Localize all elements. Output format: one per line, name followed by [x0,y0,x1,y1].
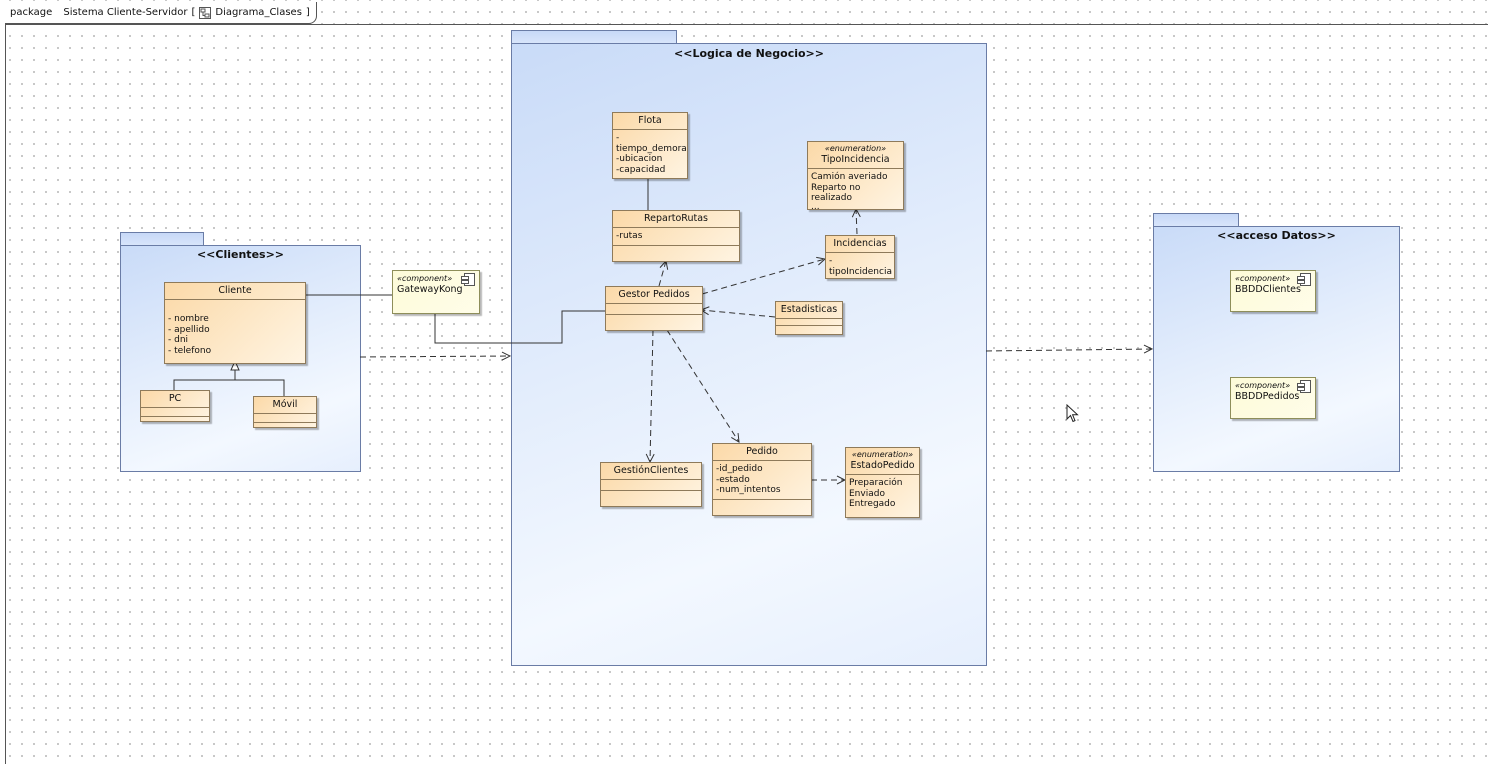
edge-generalization [173,379,285,396]
attr-rutas: -rutas [616,231,643,241]
class-cliente[interactable]: Cliente - nombre - apellido - dni - tele… [164,282,306,364]
enum-stereotype: «enumeration» [851,450,914,459]
attr-num-intentos: -num_intentos [716,485,781,495]
class-cliente-name: Cliente [218,285,252,296]
class-diagram-icon [199,6,212,19]
dep-clientes-logica [359,356,510,357]
dep-gestor-gestionclientes [650,329,653,462]
class-reparto-name: RepartoRutas [643,213,708,224]
dep-gestor-incidencias [701,259,825,295]
class-gestion-clientes[interactable]: GestiónClientes [600,462,702,507]
package-datos-name: <<acceso Datos>> [1217,229,1336,242]
class-gestor-pedidos[interactable]: Gestor Pedidos [605,286,703,331]
component-icon [1297,380,1311,393]
attr-estado: -estado [716,474,750,485]
attr-telefono: - telefono [168,345,212,356]
attr-tiempo-demora: -tiempo_demora [616,133,687,154]
component-stereotype: «component» [397,274,453,283]
diagram-label: Diagrama_Clases [215,7,302,18]
component-stereotype: «component» [1235,381,1291,390]
enum-tipo-incidencia-name: TipoIncidencia [821,154,890,165]
package-clientes-tab [120,232,204,246]
class-estadisticas[interactable]: Estadisticas [775,301,843,335]
package-acceso-datos[interactable]: <<acceso Datos>> [1153,226,1400,472]
class-pc-name: PC [168,393,182,404]
class-gestor-name: Gestor Pedidos [618,289,690,300]
component-gateway-name: GatewayKong [397,284,463,295]
dep-estadisticas-gestor [701,310,776,318]
literal-entregado: Entregado [849,499,896,509]
component-icon [461,273,475,286]
class-gestion-clientes-name: GestiónClientes [613,465,689,476]
frame-header: package Sistema Cliente-Servidor [ Diagr… [5,2,317,24]
enum-estado-pedido-name: EstadoPedido [850,460,915,471]
edge-gateway-gestor [434,310,605,344]
dep-gestor-reparto [658,261,666,287]
attr-id-pedido: -id_pedido [716,464,763,474]
component-gateway-kong[interactable]: «component» GatewayKong [392,270,480,314]
component-bbdd-clientes-name: BBDDClientes [1235,284,1301,295]
package-logica-tab [511,30,677,44]
class-estadisticas-name: Estadisticas [780,304,838,315]
package-logica-negocio[interactable]: <<Logica de Negocio>> [511,43,987,666]
attr-capacidad: -capacidad [616,164,666,175]
class-incidencias-name: Incidencias [833,238,887,249]
literal-camion-averiado: Camión averiado [811,172,888,182]
frame-name: Sistema Cliente-Servidor [63,7,188,18]
dep-gestor-pedido [666,329,739,442]
generalization-arrowhead [230,359,240,371]
package-frame [5,24,1488,764]
attr-ubicacion: -ubicacion [616,154,663,164]
class-reparto-rutas[interactable]: RepartoRutas -rutas [612,210,740,262]
literal-ellipsis: ... [811,201,820,210]
class-pedido[interactable]: Pedido -id_pedido -estado -num_intentos [712,443,812,516]
component-icon [1297,273,1311,286]
literal-preparacion: Preparación [849,478,903,488]
package-logica-name: <<Logica de Negocio>> [674,47,824,60]
class-pc[interactable]: PC [140,390,210,422]
package-clientes-name: <<Clientes>> [196,248,285,261]
literal-reparto-no-realizado: Reparto no realizado [811,182,861,204]
component-bbdd-clientes[interactable]: «component» BBDDClientes [1230,270,1316,312]
class-flota-name: Flota [638,115,662,126]
enum-tipo-incidencia[interactable]: «enumeration» TipoIncidencia Camión aver… [807,141,904,210]
frame-kind: package [10,7,53,18]
mouse-pointer-icon [1066,404,1079,423]
attr-dni: - dni [168,335,189,345]
attr-nombre: - nombre [168,314,209,324]
literal-enviado: Enviado [849,488,885,499]
attr-tipo-incidencia: -tipoIncidencia [829,256,892,277]
attr-apellido: - apellido [168,324,210,335]
enum-estado-pedido[interactable]: «enumeration» EstadoPedido Preparación E… [845,447,920,518]
dep-incidencias-tipo [856,209,857,235]
class-movil[interactable]: Móvil [253,396,317,428]
component-stereotype: «component» [1235,274,1291,283]
enum-stereotype: «enumeration» [824,144,887,153]
class-movil-name: Móvil [272,399,298,410]
class-flota[interactable]: Flota -tiempo_demora -ubicacion -capacid… [612,112,688,179]
class-pedido-name: Pedido [746,446,778,457]
dep-logica-datos [985,349,1152,351]
component-bbdd-pedidos[interactable]: «component» BBDDPedidos [1230,377,1316,419]
component-bbdd-pedidos-name: BBDDPedidos [1235,391,1300,402]
class-incidencias[interactable]: Incidencias -tipoIncidencia [825,235,895,279]
package-datos-tab [1153,213,1239,227]
